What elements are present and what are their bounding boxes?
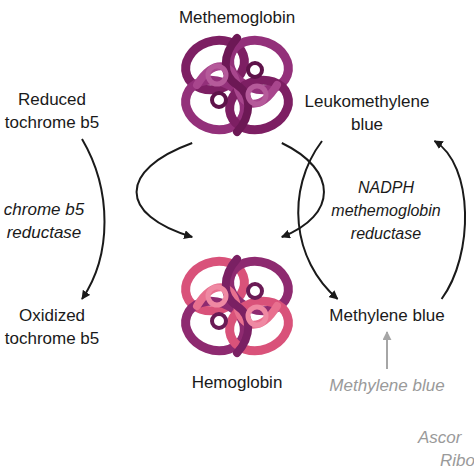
node-text: Methylene blue: [324, 304, 450, 327]
node-text: Oxidized tochrome b5: [4, 304, 100, 350]
node-text: Leukomethylene blue: [294, 90, 440, 136]
reaction-arrow: [386, 332, 388, 369]
reaction-arrow: [298, 141, 337, 299]
reaction-arrow: [435, 141, 466, 299]
methemoglobin-illustration: [177, 30, 297, 140]
reaction-arrow: [137, 143, 193, 237]
node-text: Reduced tochrome b5: [4, 88, 100, 134]
hemoglobin-illustration: [177, 250, 297, 362]
product-label: Oxidized tochrome b5: [2, 302, 102, 352]
enzyme-label: NADPH methemoglobin reductase: [330, 176, 442, 245]
node-text: Methemoglobin: [159, 6, 315, 29]
node-text: Hemoglobin: [159, 371, 315, 394]
reactant-label: Reduced tochrome b5: [2, 86, 102, 136]
protein-node: Hemoglobin: [157, 240, 317, 396]
reactant-label: Leukomethylene blue: [292, 88, 442, 138]
reaction-arrow: [282, 143, 324, 237]
protein-node: Methemoglobin: [157, 4, 317, 140]
reaction-arrow: [82, 139, 105, 299]
drug-label: Ascor: [418, 426, 472, 449]
product-label: Methylene blue: [322, 302, 452, 329]
enzyme-label: chrome b5 reductase: [0, 198, 88, 244]
drug-label: Ribo: [440, 449, 472, 472]
drug-label: Methylene blue: [322, 372, 452, 399]
node-text: Methylene blue: [324, 374, 450, 397]
